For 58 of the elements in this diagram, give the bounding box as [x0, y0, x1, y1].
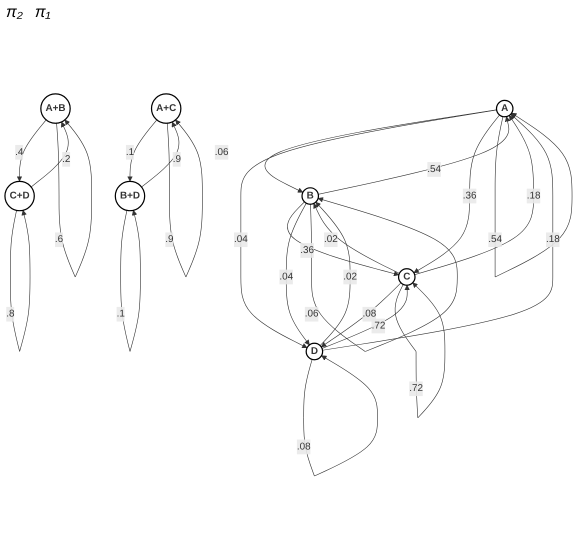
arrow: [322, 284, 410, 349]
edge-label: .04: [279, 271, 294, 282]
arrow: [166, 120, 203, 278]
edge-label: .1: [116, 308, 125, 320]
edge-label: .54: [488, 234, 502, 245]
edge-label: .72: [372, 320, 386, 331]
arrow: [313, 203, 400, 274]
arrow: [414, 114, 500, 274]
edge-label: .2: [62, 154, 70, 164]
arrow: [10, 210, 30, 352]
edge-label: .6: [54, 234, 64, 245]
arrow: [310, 197, 458, 352]
arrow: [320, 282, 402, 348]
axis-label: π₂: [6, 4, 23, 21]
edge-label: .08: [296, 441, 311, 452]
edge-label: .1: [126, 146, 134, 158]
edge-label: .36: [462, 190, 477, 201]
node-circle: A+C: [150, 93, 182, 124]
node-circle: B: [301, 187, 320, 205]
arrow: [322, 114, 554, 351]
edge-label: .8: [6, 308, 14, 320]
node-circle: C+D: [4, 180, 35, 212]
edge-label: .06: [304, 308, 319, 320]
node-circle: A+B: [40, 93, 71, 124]
arrow: [16, 120, 46, 182]
arrow: [286, 202, 310, 346]
edge-label: .06: [214, 146, 228, 158]
node-circle: B+D: [114, 180, 146, 212]
edge-label: .36: [300, 244, 314, 256]
arrow: [287, 202, 400, 276]
node-circle: C: [398, 268, 416, 286]
edge-label: .54: [427, 164, 442, 174]
arrow: [318, 116, 510, 195]
arrow: [120, 210, 141, 352]
edge-label: .04: [234, 234, 248, 245]
arrow: [127, 120, 158, 182]
arrow: [414, 115, 534, 275]
arrow: [141, 122, 180, 188]
arrow: [30, 122, 69, 188]
edge-label: .72: [409, 383, 423, 394]
arrow: [240, 110, 497, 348]
node-circle: D: [306, 342, 324, 360]
edge-label: .02: [324, 234, 338, 245]
edge-label: .18: [526, 190, 540, 201]
node-circle: A: [496, 100, 514, 118]
arrow: [56, 120, 92, 278]
arrow: [394, 282, 446, 418]
edge-label: .02: [343, 271, 358, 282]
arrow: [303, 355, 378, 476]
arrow: [264, 110, 497, 193]
axis-label: π₁: [34, 4, 51, 21]
edge-label: .4: [15, 146, 24, 158]
arrow: [316, 202, 350, 346]
edge-label: .18: [546, 234, 560, 245]
edge-label: .9: [172, 154, 181, 164]
edge-label: .08: [362, 308, 376, 320]
arrow: [494, 112, 572, 278]
edge-label: .9: [165, 234, 174, 245]
